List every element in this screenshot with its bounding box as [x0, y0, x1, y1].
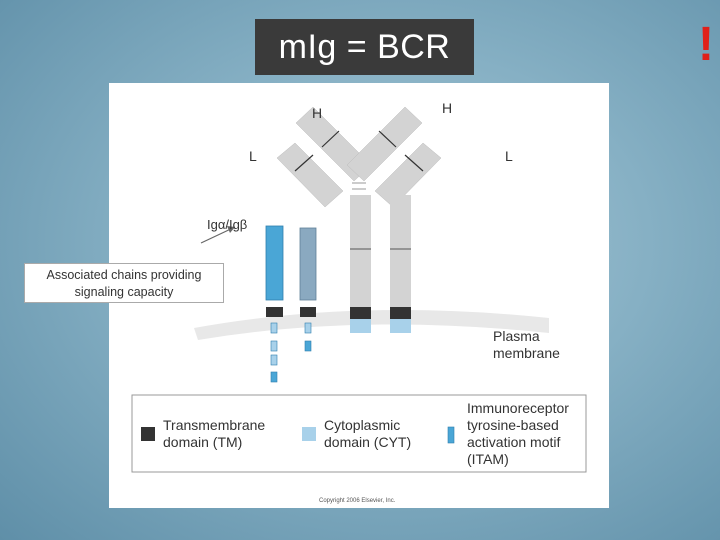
legend-tm-line1: Transmembrane	[163, 417, 265, 433]
legend-cyt-line1: Cytoplasmic	[324, 417, 400, 433]
alert-mark: !	[698, 18, 714, 71]
legend-itam-line2: tyrosine-based	[467, 417, 559, 433]
heavy-chain-stem-left	[350, 195, 371, 333]
legend-swatch-itam	[447, 426, 455, 444]
light-chain-left	[276, 142, 344, 208]
bcr-diagram: H H L L Igα/Igβ Plasma membrane Transmem…	[131, 100, 587, 473]
heavy-chain-stem-right	[390, 195, 411, 333]
legend-itam-line4: (ITAM)	[467, 451, 509, 467]
legend: Transmembrane domain (TM) Cytoplasmic do…	[131, 394, 587, 473]
legend-itam-line3: activation motif	[467, 434, 560, 450]
callout-line2: signaling capacity	[74, 285, 174, 299]
plasma-membrane-label-line2: membrane	[493, 345, 560, 361]
callout-line1: Associated chains providing	[46, 268, 202, 282]
copyright-notice: Copyright 2006 Elsevier, Inc.	[319, 498, 396, 504]
ig-alpha-chain	[265, 225, 284, 383]
ig-alpha-beta-label: Igα/Igβ	[207, 217, 247, 232]
callout-box: Associated chains providing signaling ca…	[24, 263, 224, 303]
legend-box	[131, 394, 587, 473]
legend-cyt-line2: domain (CYT)	[324, 434, 411, 450]
heavy-chain-label-right: H	[442, 100, 452, 116]
plasma-membrane-label-line1: Plasma	[493, 328, 540, 344]
light-chain-right	[374, 142, 442, 208]
heavy-chain-label-left: H	[312, 105, 322, 121]
light-chain-label-right: L	[505, 148, 513, 164]
heavy-chain-right-arm	[346, 106, 423, 182]
legend-swatch-tm	[141, 427, 155, 441]
legend-tm-line2: domain (TM)	[163, 434, 242, 450]
legend-itam-line1: Immunoreceptor	[467, 400, 569, 416]
light-chain-label-left: L	[249, 148, 257, 164]
callout-pointer-head	[227, 226, 235, 233]
plasma-membrane-band	[194, 310, 549, 340]
legend-swatch-cyt	[302, 427, 316, 441]
slide-title: mIg = BCR	[255, 19, 474, 75]
ig-beta-chain	[299, 227, 317, 352]
